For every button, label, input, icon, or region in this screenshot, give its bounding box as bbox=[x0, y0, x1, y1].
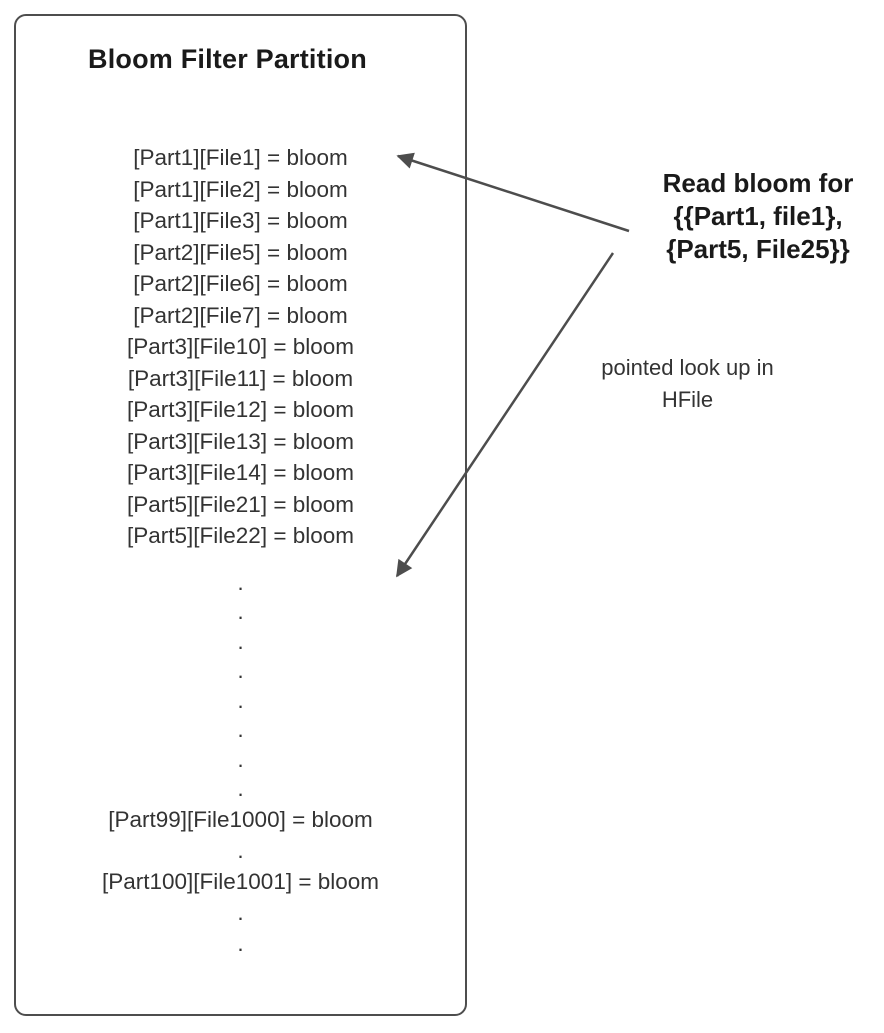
bloom-entry: [Part2][File5] = bloom bbox=[133, 239, 348, 265]
tail-entry: . bbox=[237, 837, 244, 863]
bloom-entry: [Part3][File10] = bloom bbox=[127, 334, 354, 359]
note-line-2: HFile bbox=[661, 387, 714, 412]
bloom-entry-list: [Part1][File1] = bloom [Part1][File2] = b… bbox=[16, 142, 465, 552]
bloom-filter-partition-box: Bloom Filter Partition [Part1][File1] = … bbox=[14, 14, 467, 1016]
bloom-entry: [Part3][File12] = bloom bbox=[127, 397, 354, 422]
bloom-entry: [Part1][File2] = bloom bbox=[133, 176, 348, 202]
pointed-lookup-note: pointed look up in HFile bbox=[560, 352, 815, 416]
bloom-entry: [Part2][File7] = bloom bbox=[133, 302, 348, 328]
callout-line-2: {{Part1, file1}, bbox=[673, 201, 843, 231]
ellipsis-dot: . bbox=[237, 687, 244, 713]
callout-line-1: Read bloom for bbox=[662, 168, 854, 198]
tail-entry: . bbox=[237, 930, 244, 956]
tail-entry: . bbox=[237, 899, 244, 925]
callout-line-3: {Part5, File25}} bbox=[666, 234, 850, 264]
tail-entry-list: [Part99][File1000] = bloom. [Part100][Fil… bbox=[16, 804, 465, 959]
bloom-entry: [Part5][File21] = bloom bbox=[127, 491, 354, 517]
bloom-entry: [Part3][File14] = bloom bbox=[127, 460, 354, 485]
ellipsis-dot: . bbox=[237, 599, 244, 624]
bloom-entry: [Part3][File13] = bloom bbox=[127, 428, 354, 454]
entry-column: [Part1][File1] = bloom [Part1][File2] = b… bbox=[16, 142, 465, 959]
read-bloom-callout: Read bloom for {{Part1, file1}, {Part5, … bbox=[633, 167, 883, 266]
tail-entry: [Part100][File1001] = bloom bbox=[101, 868, 380, 894]
ellipsis-dot: . bbox=[237, 746, 244, 772]
note-line-1: pointed look up in bbox=[601, 355, 774, 380]
tail-entry: [Part99][File1000] = bloom bbox=[108, 806, 373, 832]
ellipsis-dot: . bbox=[237, 569, 244, 595]
bloom-entry: [Part1][File3] = bloom bbox=[133, 208, 348, 233]
ellipsis-dots: ........ bbox=[16, 568, 465, 804]
ellipsis-dot: . bbox=[237, 717, 244, 742]
bloom-entry: [Part1][File1] = bloom bbox=[133, 145, 348, 170]
bloom-entry: [Part5][File22] = bloom bbox=[127, 523, 354, 548]
bloom-entry: [Part3][File11] = bloom bbox=[127, 365, 354, 391]
diagram-title: Bloom Filter Partition bbox=[88, 44, 367, 74]
ellipsis-dot: . bbox=[237, 658, 244, 683]
ellipsis-dot: . bbox=[237, 628, 244, 654]
bloom-entry: [Part2][File6] = bloom bbox=[133, 271, 348, 296]
ellipsis-dot: . bbox=[237, 776, 244, 801]
